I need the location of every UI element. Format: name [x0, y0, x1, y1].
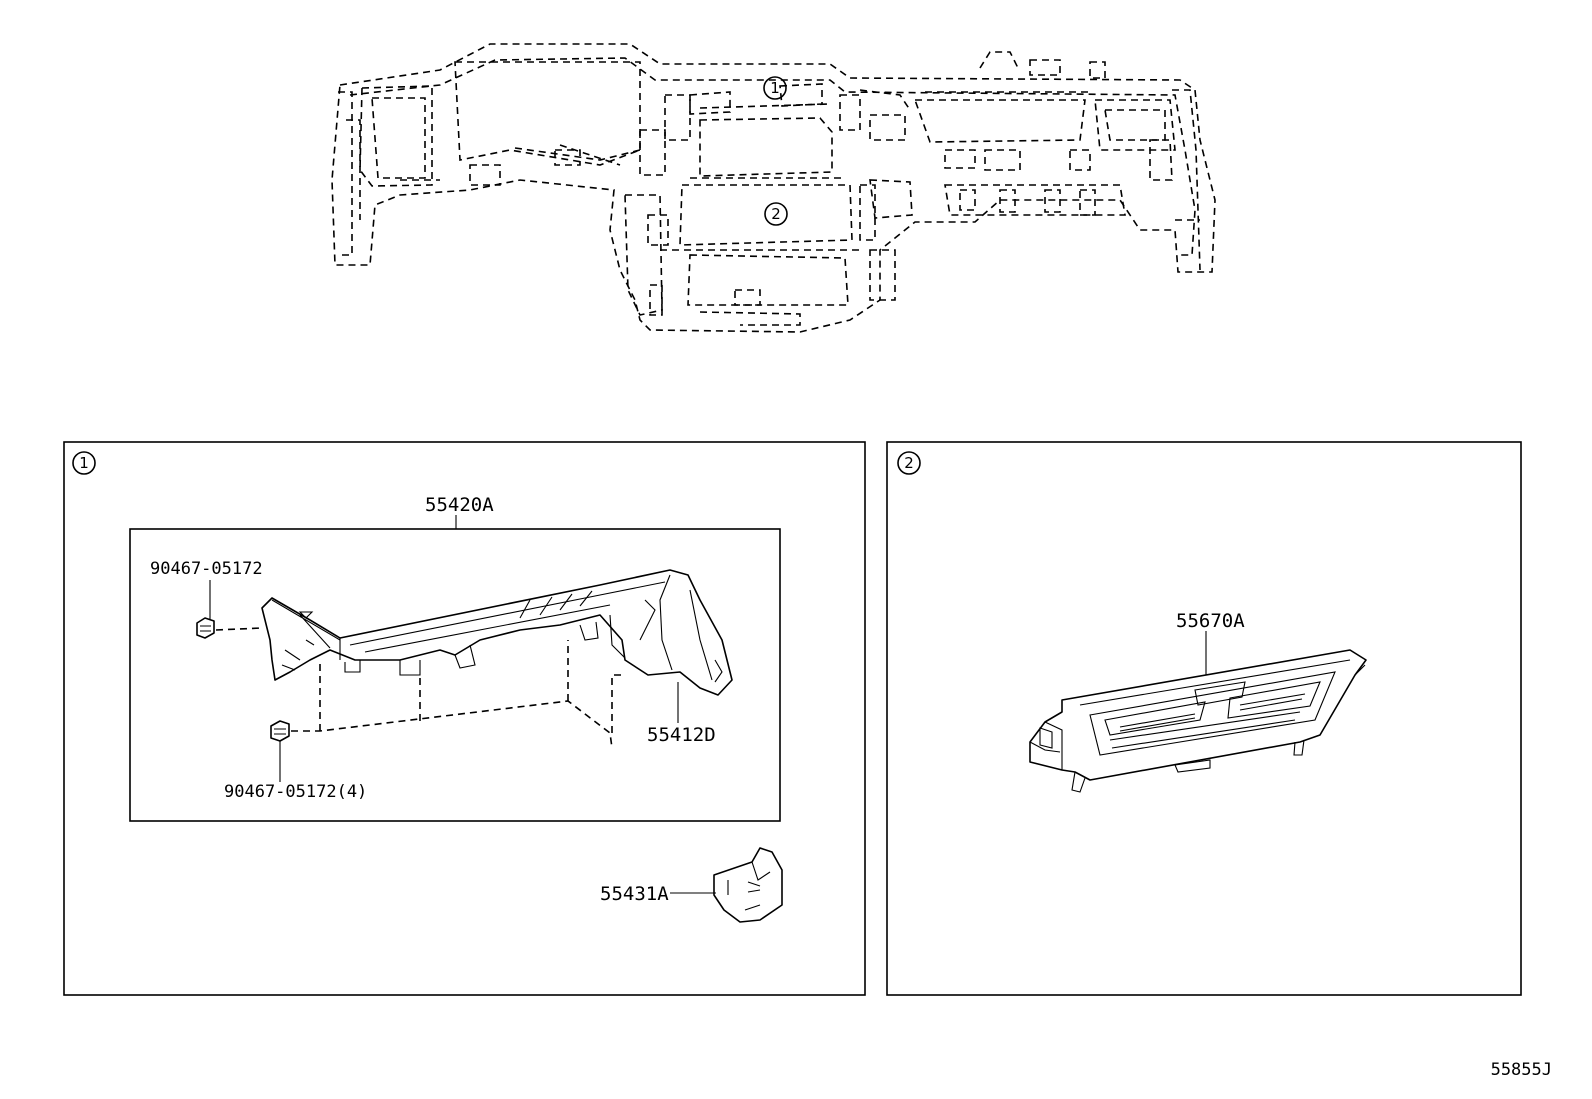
panel-2-ref-number: 2: [904, 454, 914, 472]
lower-panel-part: [261, 569, 733, 696]
cover-part: [713, 847, 783, 923]
detail-panel-1: 1 55420A 55412D: [63, 441, 866, 996]
instrument-panel-overview: [331, 43, 1216, 333]
panel-2-border: [886, 441, 1522, 996]
panel-2-ref-circle: [897, 451, 921, 475]
panel-1-ref-number: 1: [79, 454, 89, 472]
callout-2-number: 2: [771, 205, 781, 223]
clip-bottom-part: [270, 720, 290, 742]
diagram-code: 55855J: [1491, 1060, 1552, 1080]
assembly-group-box: [129, 528, 781, 822]
label-55412D: 55412D: [647, 724, 716, 746]
clip-top-part: [196, 617, 215, 639]
label-55420A: 55420A: [425, 494, 494, 516]
label-clip-90467-05172-4: 90467-05172(4): [224, 782, 367, 802]
label-clip-90467-05172: 90467-05172: [150, 559, 263, 579]
callout-1-number: 1: [770, 79, 780, 97]
callout-2: 2: [764, 202, 788, 226]
label-55670A: 55670A: [1176, 610, 1245, 632]
panel-1-ref-circle: [72, 451, 96, 475]
panel-1-border: [63, 441, 866, 996]
callout-1: 1: [763, 76, 787, 100]
detail-panel-2: 2 55670A: [886, 441, 1522, 996]
label-55431A: 55431A: [600, 883, 669, 905]
center-vent-part: [1029, 649, 1367, 793]
